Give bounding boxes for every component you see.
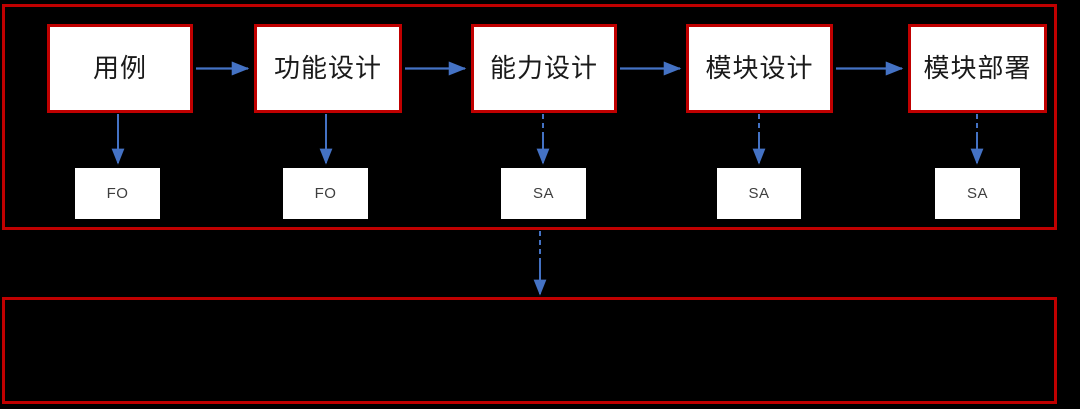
stage-box-5-label: 模块部署: [923, 53, 1032, 84]
artifact-box-4[interactable]: SA: [717, 168, 801, 219]
artifact-box-4-label: SA: [748, 185, 770, 202]
artifact-box-1-label: FO: [106, 185, 129, 202]
stage-box-3-label: 能力设计: [489, 53, 598, 84]
stage-box-4[interactable]: 模块设计: [686, 24, 833, 113]
artifact-box-5-label: SA: [966, 185, 988, 202]
artifact-box-2[interactable]: FO: [283, 168, 368, 219]
artifact-box-5[interactable]: SA: [935, 168, 1020, 219]
output-group-container[interactable]: [2, 297, 1057, 404]
artifact-box-1[interactable]: FO: [75, 168, 160, 219]
stage-box-4-label: 模块设计: [705, 53, 814, 84]
stage-box-2[interactable]: 功能设计: [254, 24, 402, 113]
stage-box-5[interactable]: 模块部署: [908, 24, 1047, 113]
artifact-box-2-label: FO: [314, 185, 337, 202]
stage-box-1-label: 用例: [92, 53, 147, 84]
artifact-box-3[interactable]: SA: [501, 168, 586, 219]
stage-box-3[interactable]: 能力设计: [471, 24, 617, 113]
artifact-box-3-label: SA: [532, 185, 554, 202]
stage-box-2-label: 功能设计: [273, 53, 382, 84]
stage-box-1[interactable]: 用例: [47, 24, 193, 113]
